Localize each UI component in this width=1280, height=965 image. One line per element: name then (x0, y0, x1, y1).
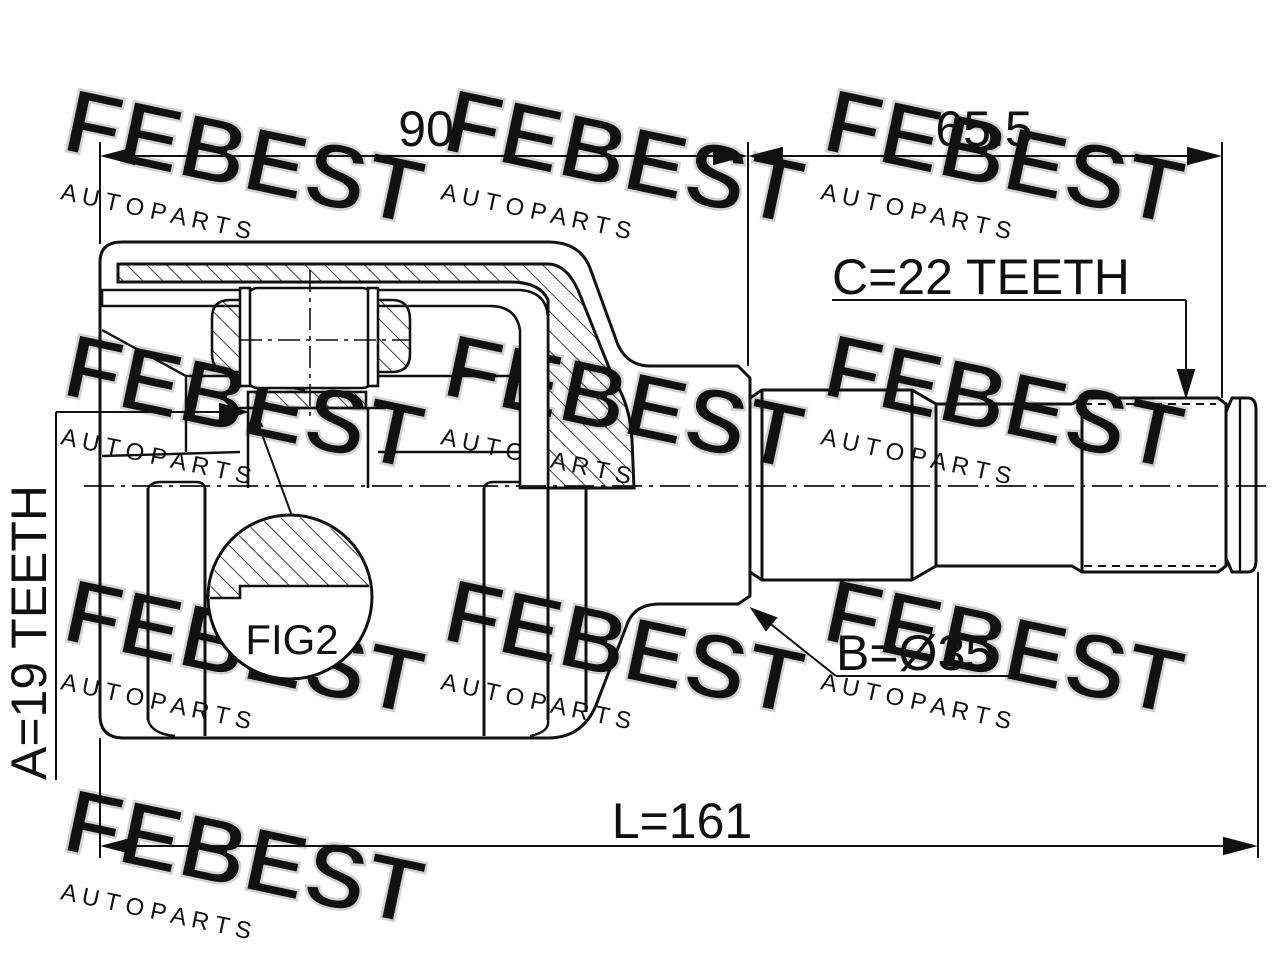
dim-outer-spline: C=22 TEETH (832, 249, 1130, 305)
fig2-leader (246, 409, 293, 517)
fig2-label: FIG2 (245, 616, 338, 663)
joint-housing (98, 240, 752, 740)
dim-shaft-length: 65.5 (935, 101, 1032, 157)
dim-seal-diameter: B=Ø35 (836, 625, 993, 681)
housing-inner-cavity (100, 288, 550, 490)
tripod-centerlines (240, 270, 410, 420)
housing-section-hatch (116, 262, 636, 490)
dim-total-length: L=161 (612, 793, 752, 849)
housing-inner-lines (101, 328, 520, 458)
shaft (749, 388, 1258, 582)
dimension-lines (55, 142, 1259, 858)
dim-inner-spline: A=19 TEETH (1, 485, 57, 780)
fig2-detail: FIG2 (206, 513, 374, 681)
dim-housing-length: 90 (398, 101, 454, 157)
